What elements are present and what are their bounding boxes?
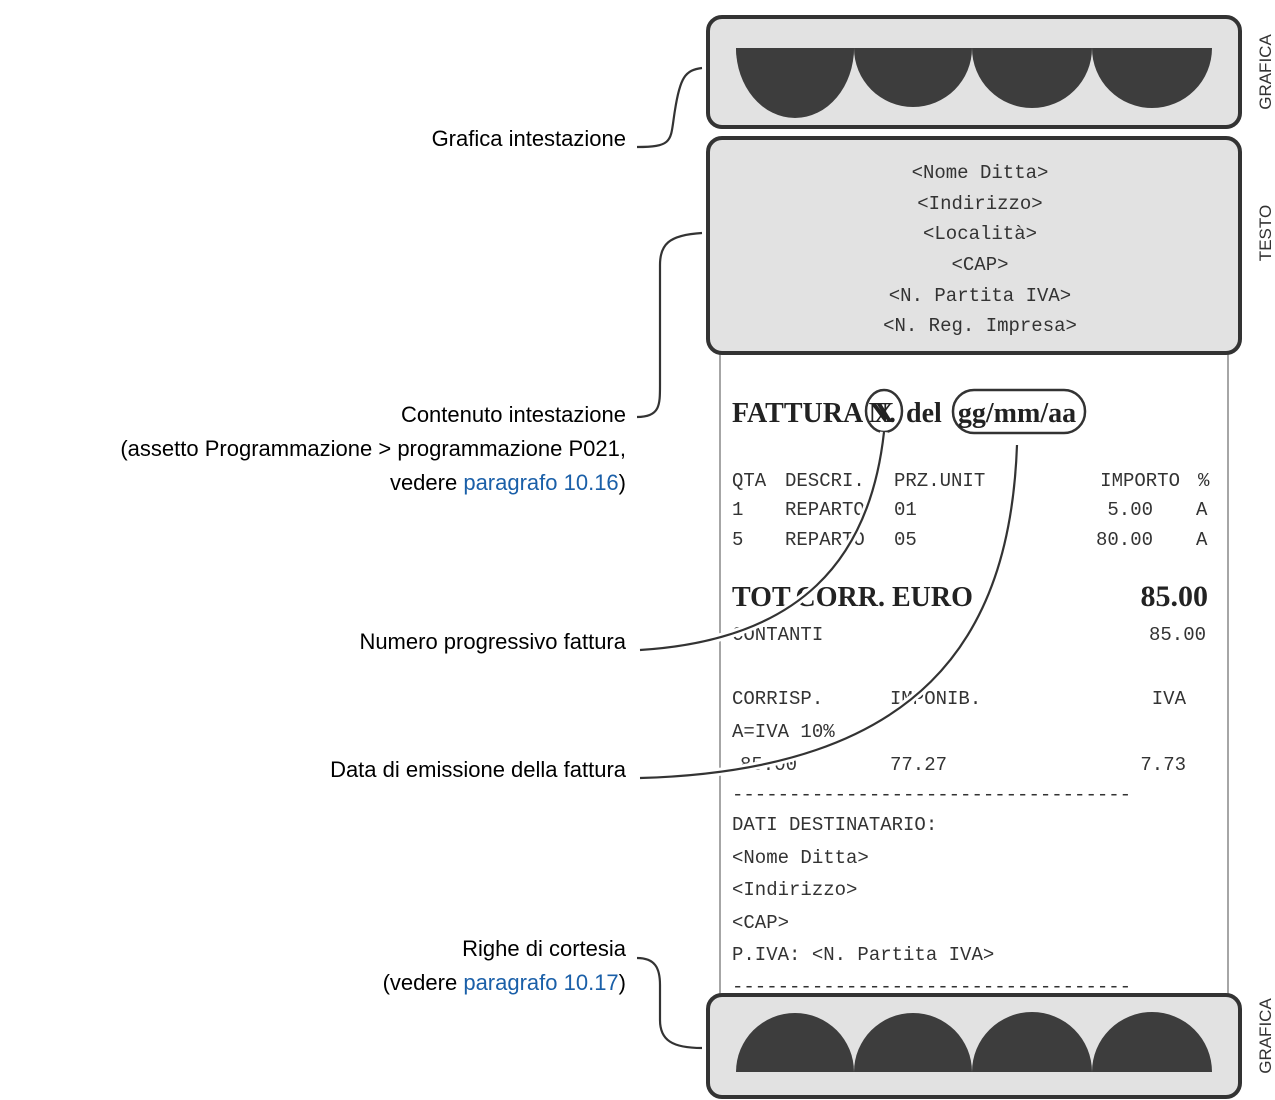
row2-iva: A [1196,529,1208,551]
top-semicircles [736,48,1212,118]
vat-value-iva: 7.73 [1140,754,1186,776]
side-label-bottom-graphic: GRAFICA [1256,998,1275,1074]
leader-header-content [636,231,703,419]
vat-rate-line: A=IVA 10% [732,721,835,743]
row1-iva: A [1196,499,1208,521]
vat-header-corrisp: CORRISP. [732,688,823,710]
leader-header-graphic [636,66,703,149]
header-line-cap: <CAP> [951,254,1008,276]
invoice-date: gg/mm/aa [958,398,1076,429]
total-value: 85.00 [1141,580,1209,613]
callout-issue-date: Data di emissione della fattura [330,757,627,782]
bottom-semicircles [736,1012,1212,1072]
leader-lines [636,66,1021,1050]
cash-value: 85.00 [1149,624,1206,646]
callout-courtesy-line1: Righe di cortesia [462,936,627,961]
vat-value-imponib: 77.27 [890,754,947,776]
header-line-registry: <N. Reg. Impresa> [883,315,1077,337]
separator-1: ----------------------------------- [732,784,1131,806]
col-pct: % [1198,470,1210,492]
receipt-paper [719,350,1229,1000]
col-descr: DESCRI. [785,470,865,492]
callout-header-content-line3: vedere paragrafo 10.16) [390,470,626,495]
row1-descr: REPARTO [785,499,865,521]
callout-header-content-line2: (assetto Programmazione > programmazione… [120,436,626,461]
callout-header-graphic: Grafica intestazione [432,126,626,151]
recipient-company: <Nome Ditta> [732,847,869,869]
leader-progressive-number [639,431,886,652]
vat-header-iva: IVA [1152,688,1187,710]
row2-rep: 05 [894,529,917,551]
header-line-city: <Località> [923,223,1037,245]
recipient-vat: P.IVA: <N. Partita IVA> [732,944,994,966]
date-highlight-ring [951,388,1087,435]
col-qta: QTA [732,470,767,492]
total-label: TOT.CORR. EURO [732,582,973,613]
recipient-address: <Indirizzo> [732,879,857,901]
header-text-panel: <Nome Ditta> <Indirizzo> <Località> <CAP… [706,136,1242,355]
leader-courtesy-lines [636,956,703,1050]
invoice-del-label: del [906,398,942,429]
row1-rep: 01 [894,499,917,521]
row2-qta: 5 [732,529,743,551]
paragraph-10-16-link[interactable]: paragrafo 10.16 [463,470,618,495]
leader-issue-date [639,444,1019,780]
side-label-top-graphic: GRAFICA [1256,34,1275,110]
separator-2: ----------------------------------- [732,976,1131,998]
invoice-title: FATTURA N. X del gg/mm/aa [732,388,1087,435]
row2-importo: 80.00 [1096,529,1153,551]
recipient-title: DATI DESTINATARIO: [732,814,937,836]
callout-header-content-line1: Contenuto intestazione [401,402,626,427]
row1-importo: 5.00 [1107,499,1153,521]
col-importo: IMPORTO [1100,470,1180,492]
header-line-company: <Nome Ditta> [912,162,1049,184]
row1-qta: 1 [732,499,743,521]
header-line-vat: <N. Partita IVA> [889,285,1071,307]
invoice-number: X [874,398,894,429]
paragraph-10-17-link[interactable]: paragrafo 10.17 [463,970,618,995]
side-label-text: TESTO [1256,205,1275,261]
bottom-graphic-panel [706,993,1242,1099]
col-prz: PRZ.UNIT [894,470,985,492]
header-line-address: <Indirizzo> [917,193,1042,215]
callout-progressive-number: Numero progressivo fattura [359,629,626,654]
top-graphic-panel [706,15,1242,129]
callout-courtesy-line2: (vedere paragrafo 10.17) [383,970,626,995]
recipient-cap: <CAP> [732,912,789,934]
